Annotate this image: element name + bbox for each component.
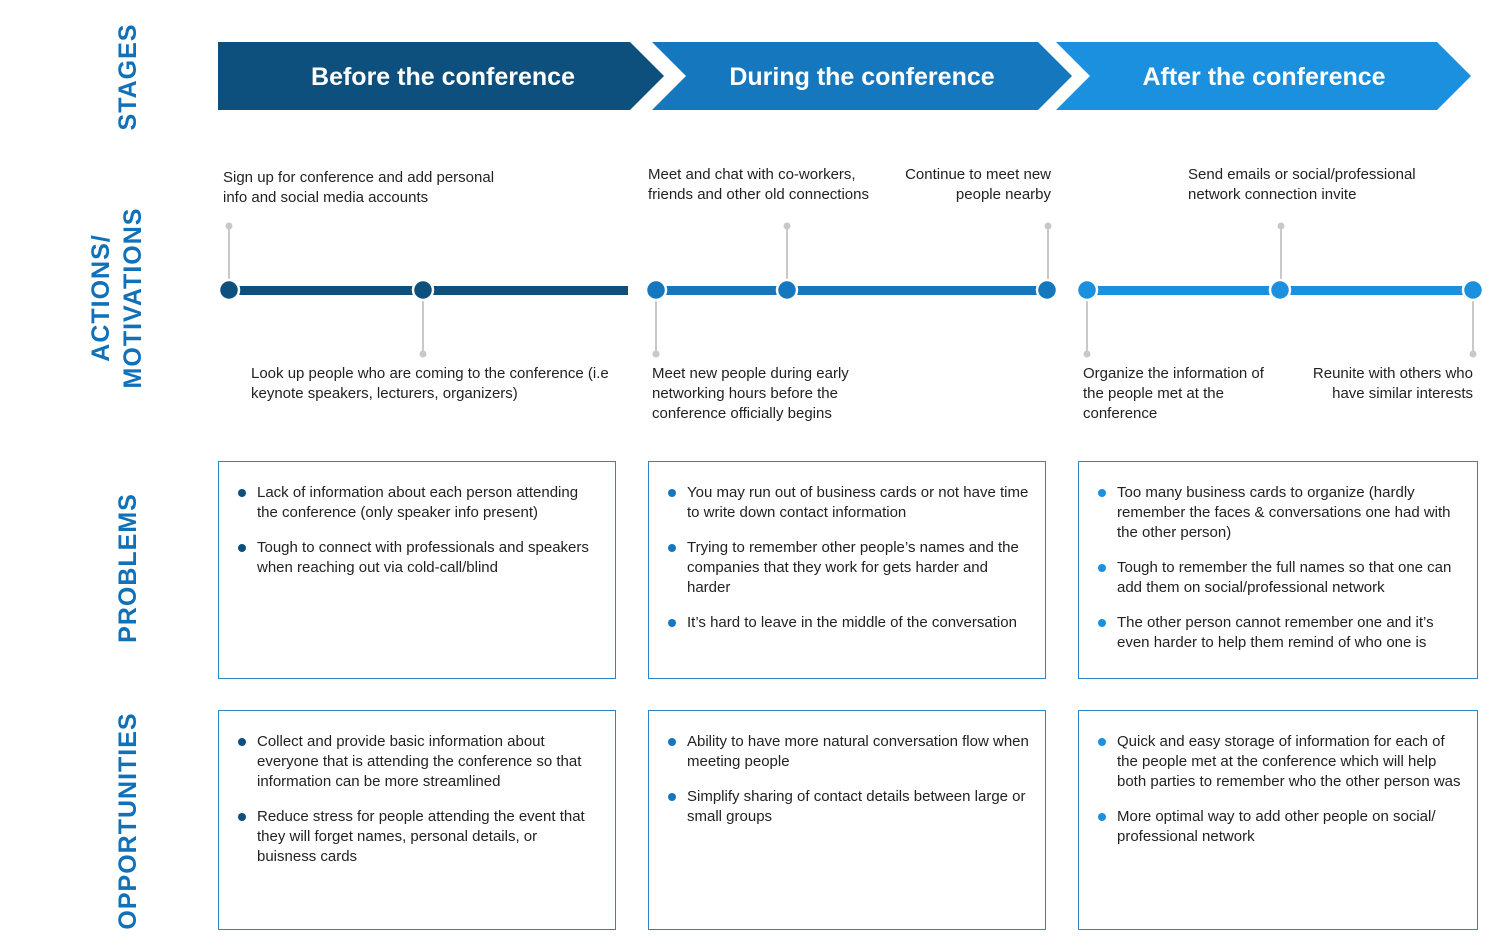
stage-title-after: After the conference [1142,63,1386,91]
action-during-bottom-1: Meet new people during early networking … [652,365,849,422]
list-item: Too many business cards to organize (har… [1097,483,1461,543]
list-item: Ability to have more natural conversatio… [667,732,1029,772]
action-before-top-1: Sign up for conference and add personal … [223,169,495,206]
list-item: It’s hard to leave in the middle of the … [667,613,1029,633]
bullet-dot [668,738,676,746]
bullet-dot [1098,738,1106,746]
stage-title-during: During the conference [729,63,995,91]
bullet-dot [238,813,246,821]
bullet-dot [668,793,676,801]
bullet-dot [238,544,246,552]
row-label-problems: PROBLEMS [114,493,142,643]
action-after-bottom-2: Reunite with others who have similar int… [1312,365,1473,402]
list-item: Collect and provide basic information ab… [237,732,599,792]
problems-box-during: You may run out of business cards or not… [648,461,1046,679]
bullet-dot [238,489,246,497]
list-item: Lack of information about each person at… [237,483,599,523]
list-item: Tough to connect with professionals and … [237,538,599,578]
opportunities-box-before: Collect and provide basic information ab… [218,710,616,930]
timeline-node-after-1 [1075,278,1099,302]
bullet-dot [238,738,246,746]
timeline-node-during-1 [644,278,668,302]
list-item: Reduce stress for people attending the e… [237,807,599,867]
stage-chevrons [218,42,1471,110]
stage-title-before: Before the conference [311,63,575,91]
action-after-bottom-1: Organize the information of the people m… [1083,365,1264,422]
problems-box-after: Too many business cards to organize (har… [1078,461,1478,679]
list-item: Simplify sharing of contact details betw… [667,787,1029,827]
timeline-node-during-2 [775,278,799,302]
timeline-node-before-2 [411,278,435,302]
action-during-top-1: Meet and chat with co-workers, friends a… [648,166,869,203]
bullet-dot [668,619,676,627]
action-during-top-2: Continue to meet new people nearby [905,166,1051,203]
timeline-node-after-2 [1268,278,1292,302]
bullet-dot [1098,813,1106,821]
bullet-dot [1098,564,1106,572]
opportunities-box-during: Ability to have more natural conversatio… [648,710,1046,930]
stage-chevron-before [218,42,664,110]
bullet-dot [1098,619,1106,627]
list-item: You may run out of business cards or not… [667,483,1029,523]
timeline-node-during-3 [1035,278,1059,302]
bullet-dot [668,544,676,552]
row-label-opportunities: OPPORTUNITIES [114,712,142,930]
action-before-bottom-1: Look up people who are coming to the con… [251,365,609,402]
stem-end-dots [225,222,1477,358]
timeline-bar-during [656,286,1048,295]
list-item: More optimal way to add other people on … [1097,807,1461,847]
actions-timeline [217,222,1485,358]
list-item: The other person cannot remember one and… [1097,613,1461,653]
problems-box-before: Lack of information about each person at… [218,461,616,679]
stage-chevron-after [1056,42,1471,110]
bullet-dot [668,489,676,497]
timeline-node-before-1 [217,278,241,302]
list-item: Quick and easy storage of information fo… [1097,732,1461,792]
timeline-node-after-3 [1461,278,1485,302]
opportunities-box-after: Quick and easy storage of information fo… [1078,710,1478,930]
stage-chevron-during [652,42,1072,110]
bullet-dot [1098,489,1106,497]
list-item: Trying to remember other people’s names … [667,538,1029,598]
action-after-top-1: Send emails or social/professional netwo… [1188,166,1416,203]
list-item: Tough to remember the full names so that… [1097,558,1461,598]
